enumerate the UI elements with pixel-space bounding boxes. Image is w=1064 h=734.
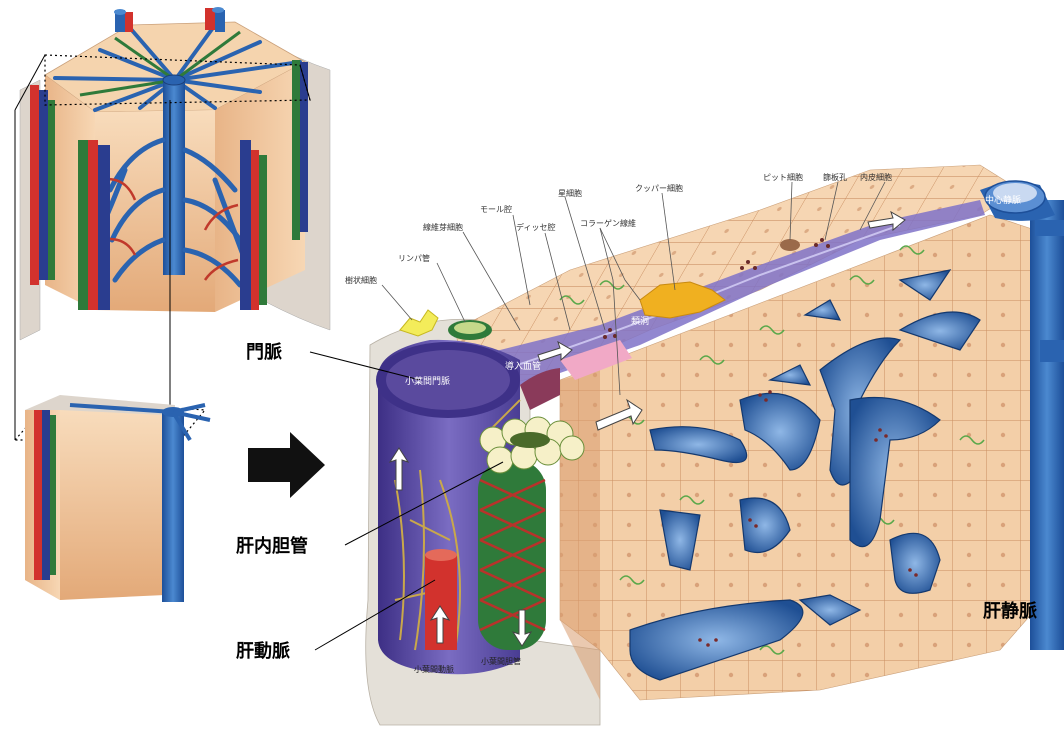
label-inlet-venule: 導入血管 (505, 360, 541, 372)
detail-block (366, 165, 1064, 725)
label-fibroblast: 線維芽細胞 (423, 222, 463, 232)
label-kupffer-cell: クッパー細胞 (635, 183, 683, 193)
label-portal-vein: 門脈 (246, 341, 282, 363)
label-central-vein: 中心静脈 (985, 194, 1021, 206)
label-hepatic-vein: 肝静脈 (983, 600, 1037, 622)
label-fenestra: 篩板孔 (823, 172, 847, 182)
label-interlobular-bile-duct: 小葉間胆管 (481, 656, 521, 666)
lobule-wedge-bottom (25, 395, 210, 602)
label-collagen-fiber: コラーゲン線維 (580, 218, 636, 228)
label-pit-cell: ピット細胞 (763, 172, 803, 182)
label-dendritic-cell: 樹状細胞 (345, 275, 377, 285)
label-hepatic-artery: 肝動脈 (236, 640, 290, 662)
label-sinusoid: 類洞 (631, 316, 649, 327)
right-arrow-icon (248, 432, 325, 498)
label-lymph-vessel: リンパ管 (398, 253, 430, 263)
label-intrahepatic-bile-duct: 肝内胆管 (236, 535, 308, 557)
label-space-of-mall: モール腔 (480, 204, 512, 214)
label-interlobular-artery: 小葉間動脈 (414, 664, 454, 674)
lobule-block-top (20, 7, 330, 340)
label-stellate-cell: 星細胞 (558, 188, 582, 198)
label-endothelial-cell: 内皮細胞 (860, 172, 892, 182)
label-space-of-disse: ディッセ腔 (516, 222, 555, 232)
label-interlobular-portal-vein: 小葉間門脈 (405, 375, 450, 387)
